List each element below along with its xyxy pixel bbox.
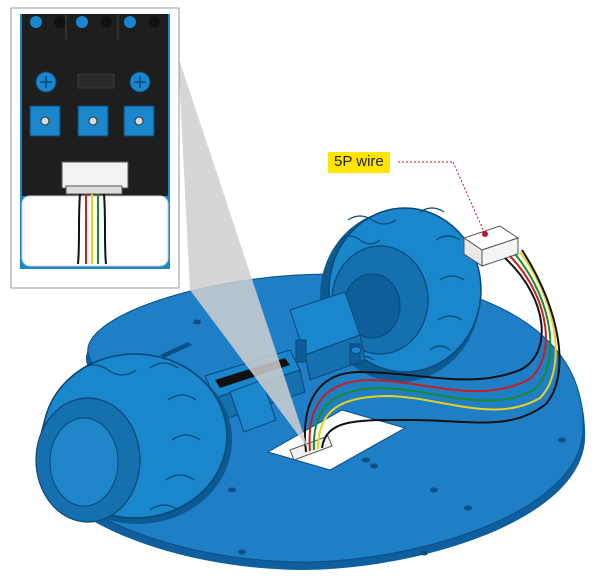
callout-leader [398, 161, 488, 237]
ir-sensor-pairs [30, 14, 160, 40]
wire-harness [304, 249, 561, 453]
inset-connector [61, 161, 129, 195]
inset-wires [77, 193, 107, 265]
5p-connector [462, 225, 520, 267]
motor-assembly [204, 291, 366, 437]
potentiometers [35, 71, 151, 93]
inset-panel [10, 7, 180, 289]
trimmer-blocks [29, 105, 155, 137]
chassis-connector [289, 435, 333, 461]
5p-wire-label: 5P wire [328, 152, 390, 173]
left-wheel [35, 353, 232, 524]
zoom-beam [178, 56, 308, 448]
